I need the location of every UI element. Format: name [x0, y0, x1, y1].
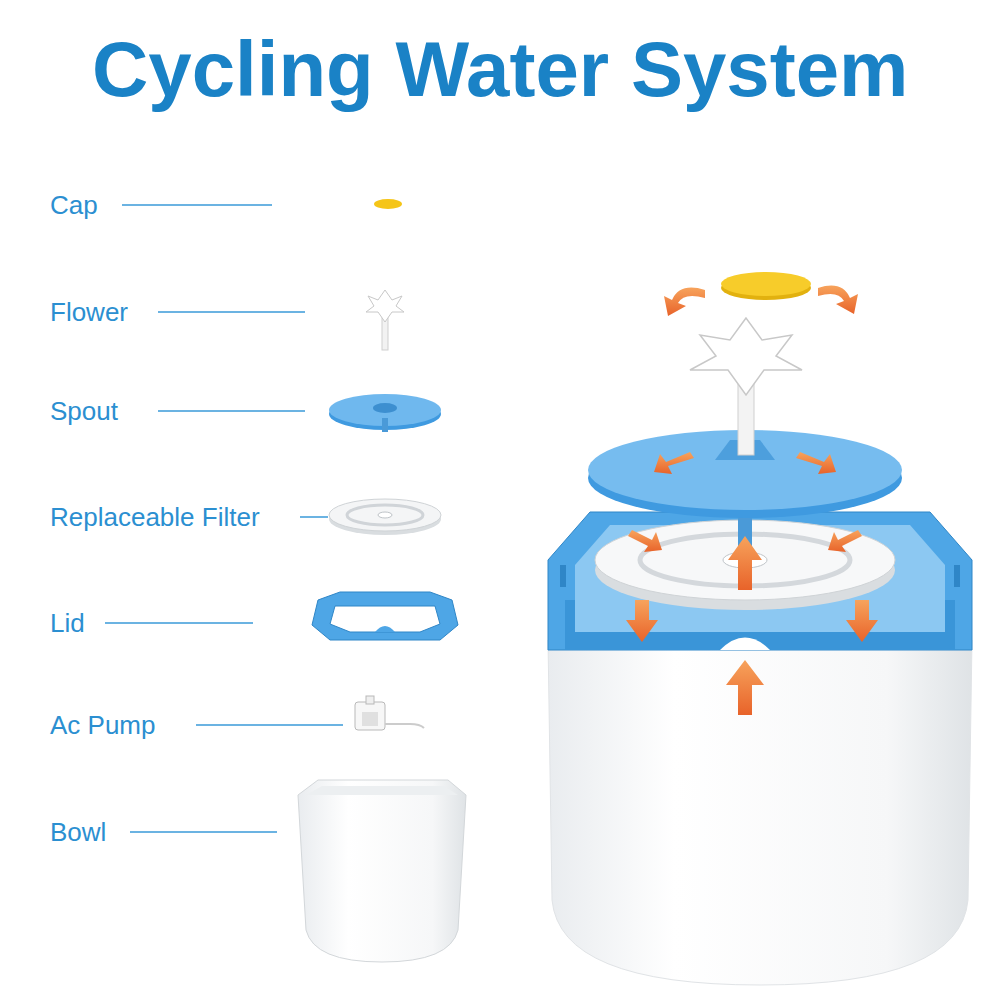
part-label: Bowl: [50, 819, 106, 845]
bowl-part: [298, 780, 466, 962]
part-label: Lid: [50, 610, 85, 636]
pump-part: [355, 696, 424, 730]
assembled-flower: [690, 318, 802, 455]
spout-part: [329, 394, 441, 432]
assembled-bowl: [548, 640, 972, 985]
part-label: Cap: [50, 192, 98, 218]
part-label: Replaceable Filter: [50, 504, 260, 530]
part-label: Ac Pump: [50, 712, 156, 738]
assembled-cap: [721, 272, 811, 300]
lid-part: [312, 592, 458, 640]
title: Cycling Water System: [92, 30, 908, 108]
cap-part: [374, 199, 402, 209]
assembled-lid: [548, 512, 972, 650]
part-label: Flower: [50, 299, 128, 325]
flower-part: [366, 290, 404, 350]
flow-arrows: [626, 286, 878, 715]
part-label: Spout: [50, 398, 118, 424]
filter-part: [329, 499, 441, 535]
